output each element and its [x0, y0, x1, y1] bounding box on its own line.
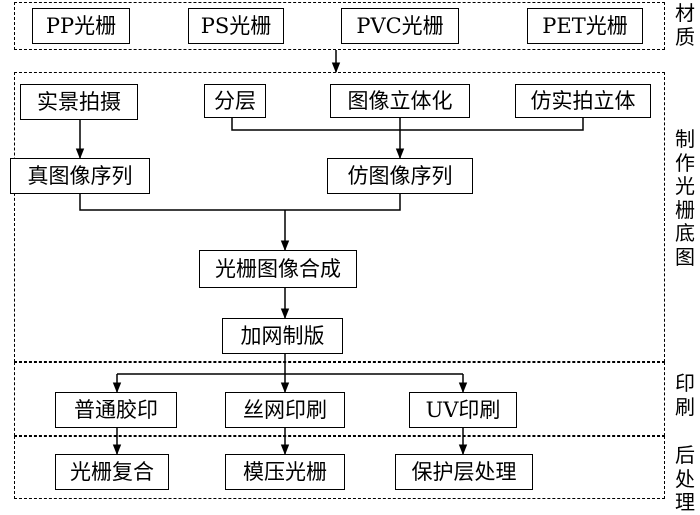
section-post	[14, 436, 665, 499]
label-base: 制作光栅底图	[675, 127, 695, 269]
connector-sequences	[79, 194, 401, 211]
label-post: 后处理	[675, 443, 695, 515]
print-uv: UV印刷	[409, 392, 517, 428]
post-protect: 保护层处理	[395, 454, 533, 490]
step-convert: 图像立体化	[330, 84, 470, 118]
step-simulate: 仿实拍立体	[515, 84, 651, 118]
label-material: 材质	[675, 1, 695, 49]
label-print: 印刷	[675, 371, 695, 419]
step-sim-seq: 仿图像序列	[327, 158, 473, 194]
section-base	[14, 72, 665, 362]
section-material	[14, 2, 665, 50]
post-composite: 光栅复合	[55, 454, 169, 490]
material-pvc: PVC光栅	[341, 8, 459, 44]
step-layer: 分层	[204, 84, 266, 118]
step-real-seq: 真图像序列	[10, 158, 150, 194]
print-silkscreen: 丝网印刷	[225, 392, 345, 428]
print-offset: 普通胶印	[55, 392, 177, 428]
step-shoot: 实景拍摄	[20, 84, 138, 120]
material-pet: PET光栅	[527, 8, 643, 44]
step-compose: 光栅图像合成	[199, 250, 357, 288]
flow-connectors	[75, 50, 584, 456]
step-screen: 加网制版	[222, 318, 343, 354]
connector-layer-simulate	[231, 118, 584, 131]
section-print	[14, 362, 665, 436]
material-pp: PP光栅	[32, 8, 130, 44]
post-emboss: 模压光栅	[225, 454, 345, 490]
material-ps: PS光栅	[188, 8, 284, 44]
